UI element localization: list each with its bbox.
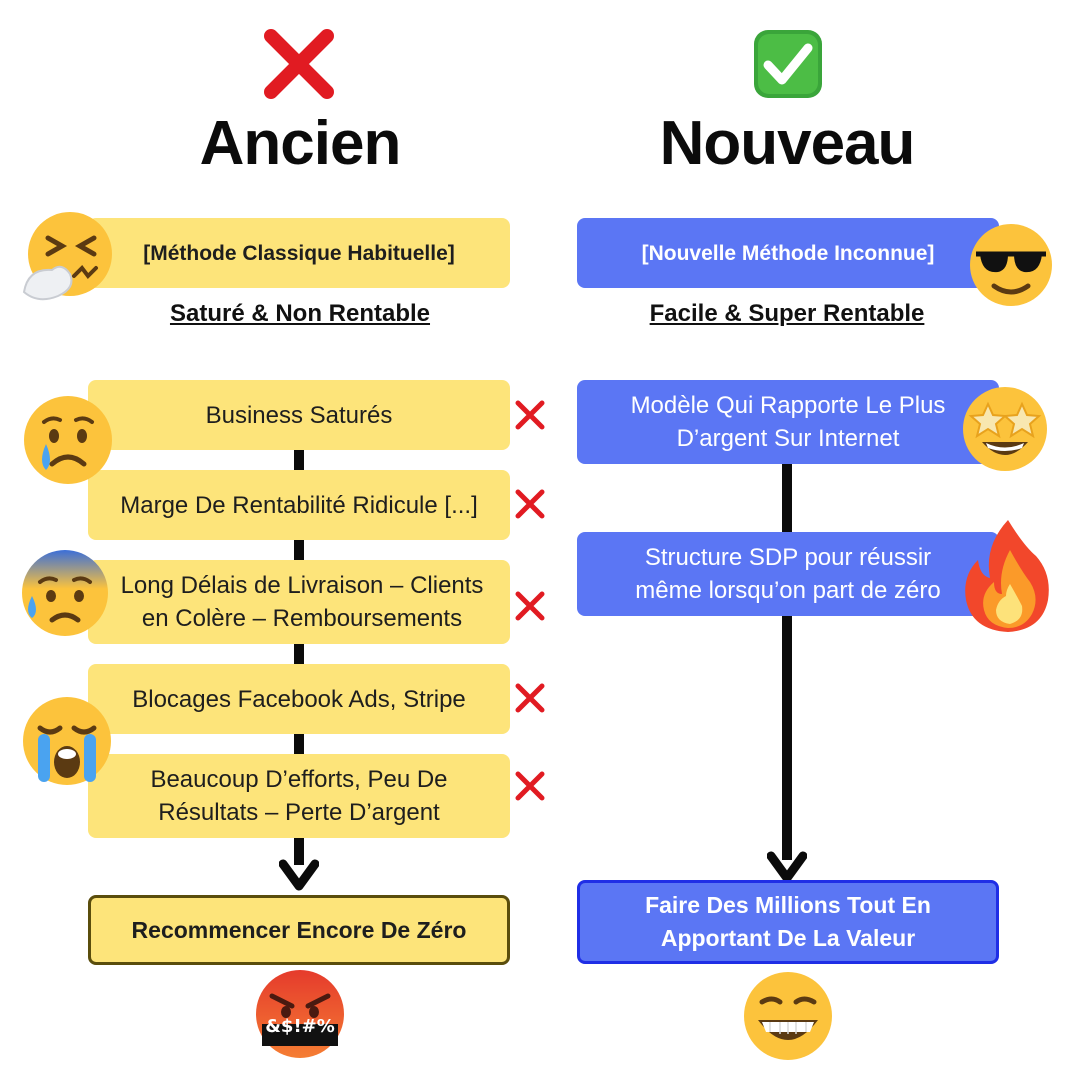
left-arrow-head [279, 859, 319, 891]
cross-mark-icon [515, 489, 545, 519]
curse-symbols: &$!#% [265, 1016, 335, 1037]
grinning-face-icon [744, 972, 832, 1060]
fire-icon [965, 520, 1049, 632]
right-heading: Nouveau [659, 109, 916, 178]
right-step-2: Structure SDP pour réussir même lorsqu’o… [577, 532, 999, 616]
cross-mark-icon [515, 771, 545, 801]
star-struck-face-icon [963, 387, 1047, 471]
left-title-box: [Méthode Classique Habituelle] [88, 218, 510, 288]
left-step-1: Business Saturés [88, 380, 510, 450]
cross-mark-icon [515, 683, 545, 713]
right-result-box: Faire Des Millions Tout En Apportant De … [577, 880, 999, 964]
left-step-5: Beaucoup D’efforts, Peu De Résultats – P… [88, 754, 510, 838]
sad-face-icon [24, 396, 112, 484]
left-heading: Ancien [199, 109, 402, 178]
right-flow-line [782, 455, 792, 860]
left-step-3: Long Délais de Livraison – Clients en Co… [88, 560, 510, 644]
sunglasses-face-icon [970, 224, 1052, 306]
cross-mark-icon [515, 400, 545, 430]
right-subtitle: Facile & Super Rentable [649, 300, 925, 327]
left-step-4: Blocages Facebook Ads, Stripe [88, 664, 510, 734]
cross-mark-icon [515, 591, 545, 621]
right-step-1: Modèle Qui Rapporte Le Plus D’argent Sur… [577, 380, 999, 464]
right-arrow-head [767, 851, 807, 883]
anxious-sweat-face-icon [22, 550, 108, 636]
check-mark-icon [754, 30, 822, 98]
cursing-face-icon [256, 970, 344, 1058]
left-subtitle: Saturé & Non Rentable [169, 300, 431, 327]
left-flow-line [294, 440, 304, 865]
cross-mark-icon [264, 29, 334, 99]
crying-face-icon [23, 697, 111, 785]
sneezing-face-icon [22, 212, 112, 301]
left-step-2: Marge De Rentabilité Ridicule [...] [88, 470, 510, 540]
left-result-box: Recommencer Encore De Zéro [88, 895, 510, 965]
right-title-box: [Nouvelle Méthode Inconnue] [577, 218, 999, 288]
